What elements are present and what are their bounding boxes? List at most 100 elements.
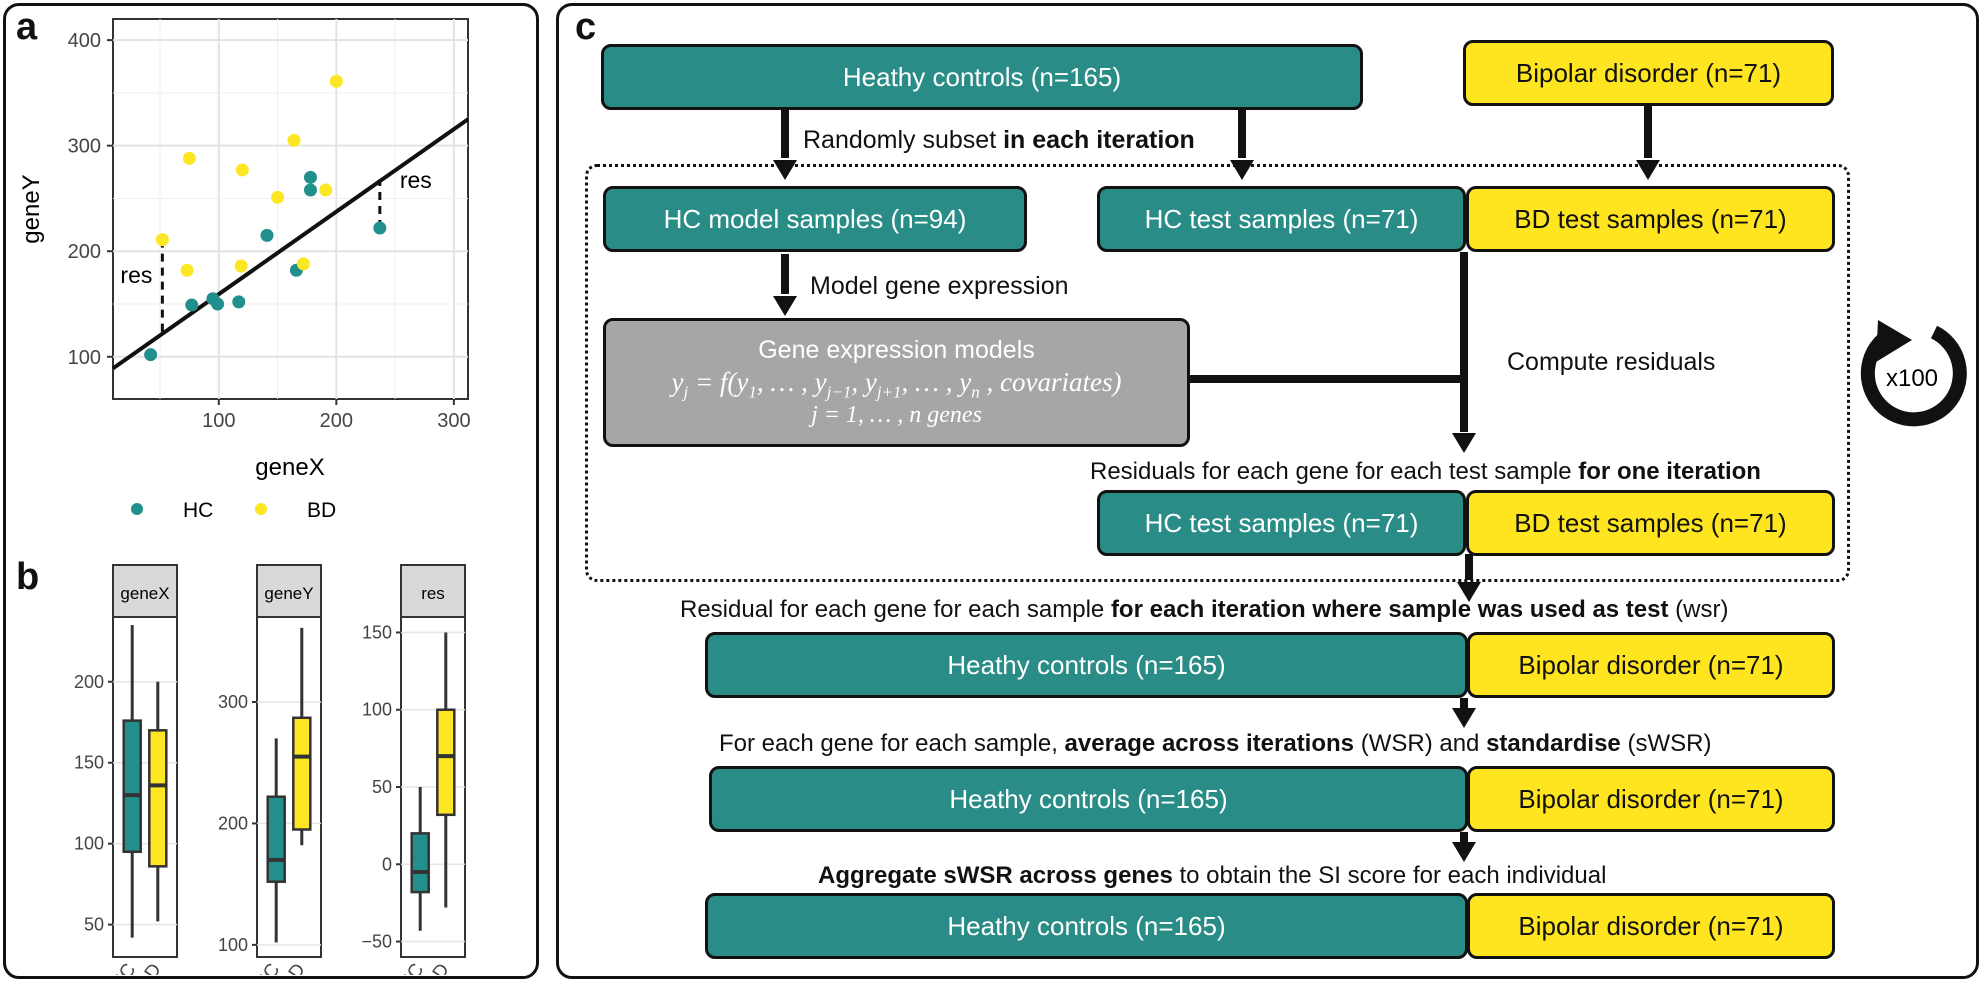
data-points <box>144 74 387 362</box>
category-label: HC <box>251 960 284 975</box>
point-bd <box>182 151 196 165</box>
tick-label-y: 100 <box>218 935 248 955</box>
point-hc <box>211 297 225 311</box>
point-bd <box>180 263 194 277</box>
compute-residuals-text: Compute residuals <box>1507 348 1716 376</box>
average-standardise-text: For each gene for each sample, average a… <box>719 730 1712 757</box>
box-bd <box>436 708 456 817</box>
box-hc <box>266 795 286 883</box>
healthy-controls-row-3: Heathy controls (n=165) <box>705 893 1468 959</box>
arrow-hc-to-test <box>1238 108 1246 158</box>
bipolar-disorder-row-2: Bipolar disorder (n=71) <box>1467 766 1835 832</box>
loop-count: x100 <box>1886 365 1938 392</box>
panel-c-label: c <box>575 6 597 48</box>
tick-label-y: 200 <box>218 813 248 833</box>
point-bd <box>329 74 343 88</box>
point-bd <box>234 259 248 273</box>
point-hc <box>303 183 317 197</box>
arrow-wsr-to-avg <box>1460 698 1468 708</box>
panel-a-label: a <box>16 6 38 48</box>
bd-test-samples-box-2: BD test samples (n=71) <box>1466 490 1835 556</box>
arrow-head <box>1452 708 1476 728</box>
x-axis-label: geneX <box>255 454 324 481</box>
point-bd <box>287 133 301 147</box>
healthy-controls-row-2: Heathy controls (n=165) <box>709 766 1468 832</box>
box-hc <box>122 719 142 854</box>
category-label: HC <box>107 960 140 975</box>
arrow-head <box>1230 160 1254 180</box>
model-gene-expression-text: Model gene expression <box>810 272 1069 300</box>
gem-equation: yj = f(y1, … , yj−1, yj+1, … , yn , cova… <box>671 366 1122 402</box>
boxplots: geneX50100150200HCBDgeneY100200300HCBDre… <box>74 564 466 975</box>
residual-label: res <box>120 262 152 288</box>
arrow-head <box>1457 582 1481 602</box>
tick-label-y: 50 <box>84 915 104 935</box>
healthy-controls-row-1: Heathy controls (n=165) <box>705 632 1468 698</box>
hc-test-samples-box: HC test samples (n=71) <box>1097 186 1466 252</box>
bipolar-disorder-box: Bipolar disorder (n=71) <box>1463 40 1834 106</box>
arrow-hc-to-model <box>781 108 789 158</box>
tick-label-y: 100 <box>68 347 101 369</box>
loop-arrow-icon: x100 <box>1860 320 1967 427</box>
bd-test-samples-box: BD test samples (n=71) <box>1466 186 1835 252</box>
point-hc <box>373 221 387 235</box>
facet-strip <box>112 564 178 618</box>
residuals-per-iteration-text: Residuals for each gene for each test sa… <box>1090 458 1761 485</box>
tick-label-y: −50 <box>361 932 392 952</box>
category-label: HC <box>395 960 428 975</box>
facet-border <box>256 616 322 958</box>
facet-title: geneY <box>264 584 313 603</box>
tick-label-y: 100 <box>362 700 392 720</box>
point-hc <box>232 295 246 309</box>
tick-label-y: 400 <box>68 30 101 52</box>
tick-label-x: 100 <box>202 410 235 432</box>
point-bd <box>296 257 310 271</box>
panel-b-label: b <box>16 556 40 598</box>
legend-bd-dot <box>255 503 267 515</box>
arrow-test-to-residuals <box>1460 252 1468 432</box>
box-hc <box>410 832 430 894</box>
tick-label-y: 150 <box>74 753 104 773</box>
point-hc <box>303 170 317 184</box>
tick-label-y: 100 <box>74 834 104 854</box>
box-bd <box>292 716 312 831</box>
tick-label-y: 300 <box>218 692 248 712</box>
point-hc <box>260 228 274 242</box>
tick-label-x: 300 <box>437 410 470 432</box>
aggregate-text: Aggregate sWSR across genes to obtain th… <box>818 862 1607 889</box>
point-bd <box>319 183 333 197</box>
point-bd <box>271 190 285 204</box>
tick-label-y: 300 <box>68 136 101 158</box>
arrow-head <box>1452 433 1476 453</box>
facet-title: res <box>421 584 445 603</box>
gem-title: Gene expression models <box>758 335 1035 364</box>
subset-text: Randomly subset in each iteration <box>803 126 1195 154</box>
connector-gem <box>1188 375 1460 383</box>
point-hc <box>185 298 199 312</box>
arrow-head <box>1452 842 1476 862</box>
gem-index: j = 1, … , n genes <box>811 402 982 429</box>
healthy-controls-box: Heathy controls (n=165) <box>601 44 1363 110</box>
tick-label-y: 150 <box>362 622 392 642</box>
fit-line <box>111 117 470 371</box>
regression-line <box>111 117 470 371</box>
tick-label-y: 0 <box>382 854 392 874</box>
arrow-avg-to-agg <box>1460 832 1468 842</box>
wsr-text: Residual for each gene for each sample f… <box>680 596 1729 623</box>
grid <box>113 19 468 399</box>
arrow-res-to-wsr <box>1465 554 1473 580</box>
tick-label-y: 50 <box>372 777 392 797</box>
point-bd <box>155 233 169 247</box>
facet-strip <box>256 564 322 618</box>
arrow-head <box>773 160 797 180</box>
facet-strip <box>400 564 466 618</box>
bipolar-disorder-row-3: Bipolar disorder (n=71) <box>1467 893 1835 959</box>
hc-model-samples-box: HC model samples (n=94) <box>603 186 1027 252</box>
plot-border <box>112 18 469 400</box>
facet-border <box>112 616 178 958</box>
box-bd <box>148 729 168 868</box>
arrow-head <box>773 296 797 316</box>
